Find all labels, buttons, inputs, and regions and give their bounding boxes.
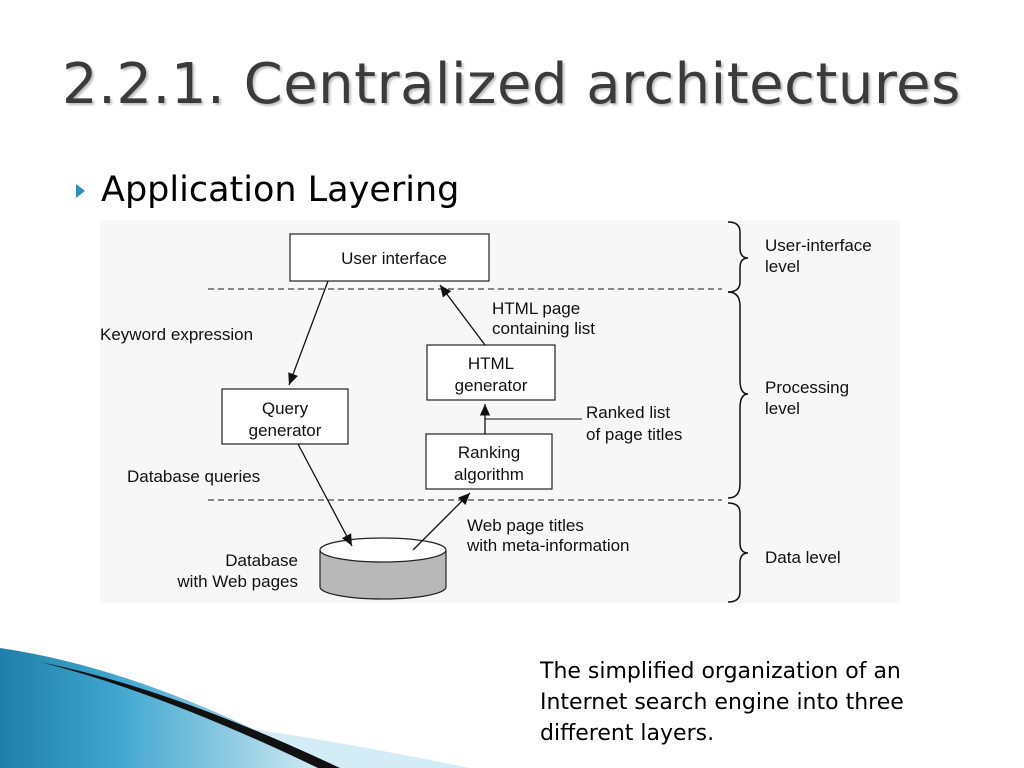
processing-level-label-1: Processing <box>765 378 849 397</box>
keyword-expression-label: Keyword expression <box>100 325 253 344</box>
data-level-label: Data level <box>765 548 841 567</box>
slide-title: 2.2.1. Centralized architectures <box>62 52 961 117</box>
user-interface-label: User interface <box>341 249 447 268</box>
brace-processing <box>727 291 749 499</box>
html-generator-label-2: generator <box>455 376 528 395</box>
bullet-arrow-icon <box>76 184 85 198</box>
database-queries-label: Database queries <box>127 467 260 486</box>
figure-caption: The simplified organization of an Intern… <box>540 659 904 746</box>
html-page-label-2: containing list <box>492 319 595 338</box>
swoosh-blue <box>0 648 330 768</box>
brace-user-interface <box>727 221 749 293</box>
html-generator-box <box>426 344 556 401</box>
decorative-swoosh <box>0 648 470 768</box>
architecture-diagram: User interface Query generator HTML gene… <box>100 220 900 603</box>
ranking-algorithm-label-2: algorithm <box>454 465 524 484</box>
processing-level-label-2: level <box>765 399 800 418</box>
arrow-db-to-ranking <box>412 492 471 551</box>
query-generator-label-2: generator <box>249 421 322 440</box>
swoosh-dark <box>40 662 340 768</box>
user-interface-box <box>289 233 490 282</box>
ranking-algorithm-label-1: Ranking <box>458 443 520 462</box>
ranking-algorithm-box <box>425 433 553 490</box>
brace-data <box>727 502 749 603</box>
diagram-svg: User interface Query generator HTML gene… <box>100 221 872 603</box>
query-generator-box <box>221 388 349 445</box>
bullet-item: Application Layering <box>76 170 459 210</box>
arrow-ui-to-query <box>288 280 329 386</box>
ranked-list-label-2: of page titles <box>586 425 682 444</box>
database-cylinder-icon <box>319 537 447 600</box>
html-generator-label-1: HTML <box>468 354 514 373</box>
bullet-text: Application Layering <box>101 170 460 210</box>
arrow-query-to-db <box>297 443 353 547</box>
user-interface-level-label-1: User-interface <box>765 236 872 255</box>
database-label-1: Database <box>225 551 298 570</box>
user-interface-level-label-2: level <box>765 257 800 276</box>
web-page-titles-label-2: with meta-information <box>466 536 630 555</box>
ranked-list-label-1: Ranked list <box>586 403 670 422</box>
database-label-2: with Web pages <box>176 572 298 591</box>
query-generator-label-1: Query <box>262 399 309 418</box>
html-page-label-1: HTML page <box>492 299 580 318</box>
web-page-titles-label-1: Web page titles <box>467 516 584 535</box>
arrow-html-to-ui <box>439 284 486 346</box>
